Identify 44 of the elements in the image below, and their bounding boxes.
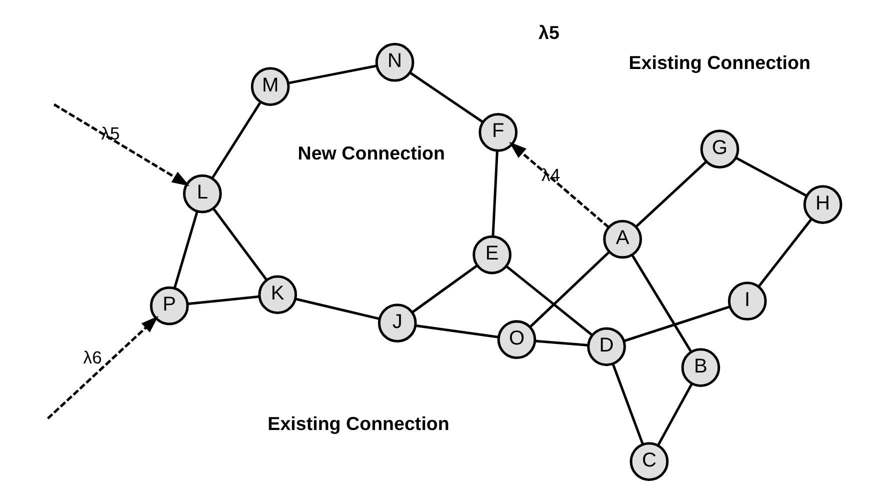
node-circle: E xyxy=(472,235,512,274)
connector xyxy=(735,156,808,197)
edge-label: λ6 xyxy=(83,348,102,368)
connector xyxy=(211,101,262,179)
arrow xyxy=(53,103,190,186)
node-circle: P xyxy=(150,286,189,326)
arrow xyxy=(46,316,159,420)
connector xyxy=(631,254,692,352)
label: Existing Connection xyxy=(268,413,450,434)
node-circle: K xyxy=(258,275,298,314)
connector xyxy=(409,72,484,124)
node-circle: J xyxy=(378,304,417,343)
node-circle: I xyxy=(728,282,767,321)
connector xyxy=(296,298,380,320)
node-circle: C xyxy=(630,442,669,481)
connector xyxy=(612,363,644,445)
connector xyxy=(492,150,498,236)
connector xyxy=(624,306,730,342)
connector xyxy=(534,340,588,346)
connector xyxy=(188,295,260,306)
label: Existing Connection xyxy=(628,52,810,74)
node-circle: D xyxy=(587,327,626,366)
node-circle: B xyxy=(681,348,720,387)
arrow xyxy=(509,142,610,228)
connector xyxy=(506,265,593,336)
connector xyxy=(415,324,499,338)
label: New Connection xyxy=(298,142,446,164)
node-circle: N xyxy=(375,42,414,82)
connector xyxy=(212,208,268,281)
connector xyxy=(288,64,377,84)
node-circle: G xyxy=(700,130,740,169)
label: λ5 xyxy=(538,22,560,43)
connector xyxy=(656,383,693,446)
connector xyxy=(411,264,478,314)
node-circle: F xyxy=(478,112,518,152)
connector xyxy=(529,250,610,328)
node-circle: M xyxy=(250,67,290,106)
connector xyxy=(758,218,812,288)
node-circle: L xyxy=(182,174,222,214)
connector xyxy=(635,160,708,228)
connector xyxy=(173,210,198,288)
node-circle: O xyxy=(497,320,536,360)
node-circle: H xyxy=(803,185,842,224)
node-circle: A xyxy=(603,220,642,259)
